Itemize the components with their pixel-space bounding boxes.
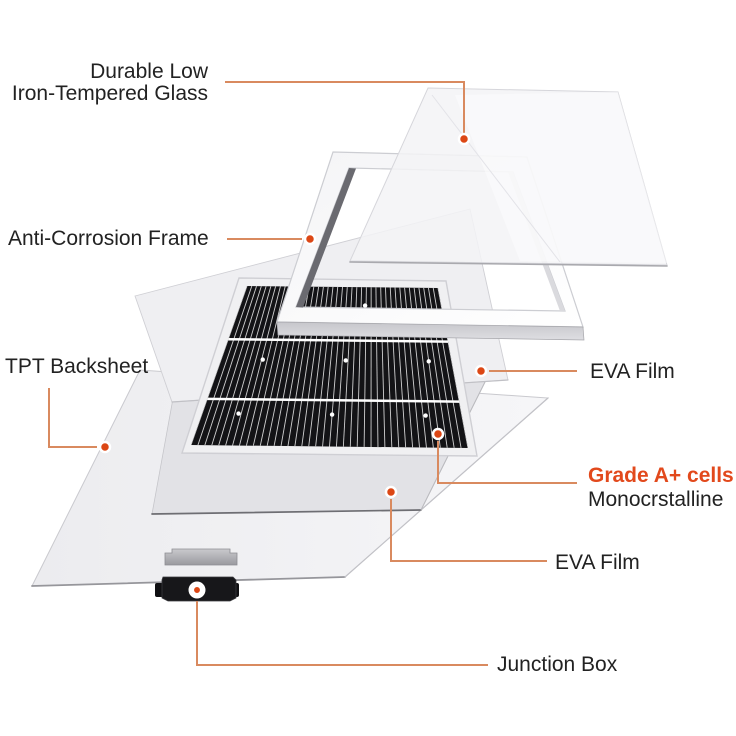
glass-highlight bbox=[455, 92, 667, 263]
callout-dot-frame bbox=[303, 232, 317, 246]
junction-box-top-slab bbox=[164, 548, 238, 566]
leader-eva-bottom bbox=[390, 499, 547, 562]
label-backsheet: TPT Backsheet bbox=[5, 355, 148, 378]
glass-front-edge bbox=[349, 261, 668, 267]
label-cells-type: Monocrstalline bbox=[588, 488, 723, 511]
callout-dot-junction-box bbox=[191, 584, 203, 596]
junction-box bbox=[164, 548, 238, 566]
callout-dot-eva-bottom bbox=[384, 485, 398, 499]
leader-glass bbox=[225, 81, 465, 133]
label-junction-box: Junction Box bbox=[497, 653, 618, 676]
label-frame: Anti-Corrosion Frame bbox=[8, 227, 209, 250]
callout-dot-glass bbox=[457, 132, 471, 146]
callout-dot-eva-top bbox=[474, 364, 488, 378]
glass-layer bbox=[349, 87, 668, 267]
frame-front-side-face bbox=[276, 321, 585, 341]
label-cells-grade: Grade A+ cells bbox=[588, 464, 734, 487]
leader-junction-box bbox=[196, 601, 488, 666]
frame-inner-left-wall bbox=[296, 168, 356, 308]
leader-backsheet bbox=[48, 388, 97, 448]
callout-dot-backsheet bbox=[98, 440, 112, 454]
label-eva-bottom: EVA Film bbox=[555, 551, 640, 574]
callout-dot-cells bbox=[431, 427, 445, 441]
leader-cells bbox=[437, 441, 577, 484]
eva-bottom-front-edge bbox=[151, 509, 422, 515]
label-eva-top: EVA Film bbox=[590, 360, 675, 383]
label-glass-line1: Durable Low bbox=[90, 60, 209, 83]
label-glass-line2: Iron-Tempered Glass bbox=[12, 82, 208, 105]
